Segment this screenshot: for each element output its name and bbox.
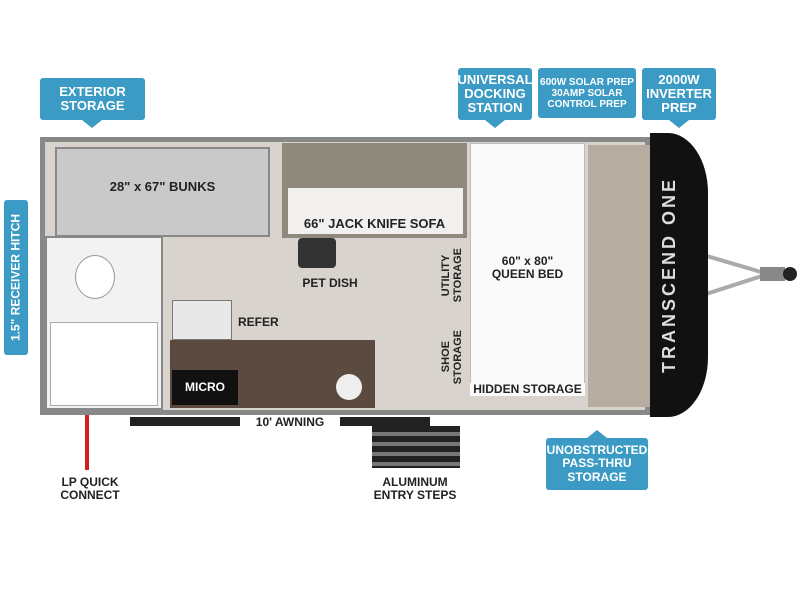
shower — [50, 322, 158, 406]
front-storage — [588, 145, 650, 407]
awning-label: 10' AWNING — [240, 415, 340, 430]
callout-docking-station: UNIVERSAL DOCKING STATION — [457, 68, 533, 120]
bunks-label: 28" x 67" BUNKS — [109, 179, 216, 194]
arrow-icon — [485, 120, 505, 128]
callout-solar-prep: 600W SOLAR PREP 30AMP SOLAR CONTROL PREP — [538, 68, 636, 118]
sofa-cushion — [288, 188, 463, 234]
queen-bed — [470, 143, 585, 395]
microwave — [172, 370, 238, 405]
brand-logo: TRANSCEND ONE — [659, 177, 679, 374]
pet-dish-label: PET DISH — [302, 276, 358, 290]
toilet-icon — [75, 255, 115, 299]
utility-storage-label: UTILITY STORAGE — [440, 248, 465, 303]
bed-label: 60" x 80" QUEEN BED — [491, 254, 564, 282]
micro-label: MICRO — [185, 380, 225, 394]
arrow-icon — [587, 430, 607, 438]
entry-steps — [372, 426, 460, 468]
shoe-storage-label: SHOE STORAGE — [440, 330, 465, 385]
lp-line — [85, 415, 89, 470]
lp-label: LP QUICK CONNECT — [60, 475, 120, 503]
refer-label: REFER — [238, 315, 279, 329]
callout-exterior-storage: EXTERIOR STORAGE — [40, 78, 145, 120]
hitch-tongue — [700, 252, 797, 298]
callout-receiver-hitch: 1.5" RECEIVER HITCH — [4, 200, 28, 355]
steps-label: ALUMINUM ENTRY STEPS — [373, 475, 457, 503]
refrigerator — [172, 300, 232, 340]
sofa-label: 66" JACK KNIFE SOFA — [303, 216, 446, 231]
hidden-storage-label: HIDDEN STORAGE — [470, 382, 585, 397]
callout-inverter-prep: 2000W INVERTER PREP — [642, 68, 716, 120]
arrow-icon — [82, 120, 102, 128]
sink-icon — [336, 374, 362, 400]
front-cap — [650, 133, 708, 417]
callout-pass-thru-storage: UNOBSTRUCTED PASS-THRU STORAGE — [546, 438, 648, 490]
arrow-icon — [669, 120, 689, 128]
pet-dish-icon — [298, 238, 336, 268]
